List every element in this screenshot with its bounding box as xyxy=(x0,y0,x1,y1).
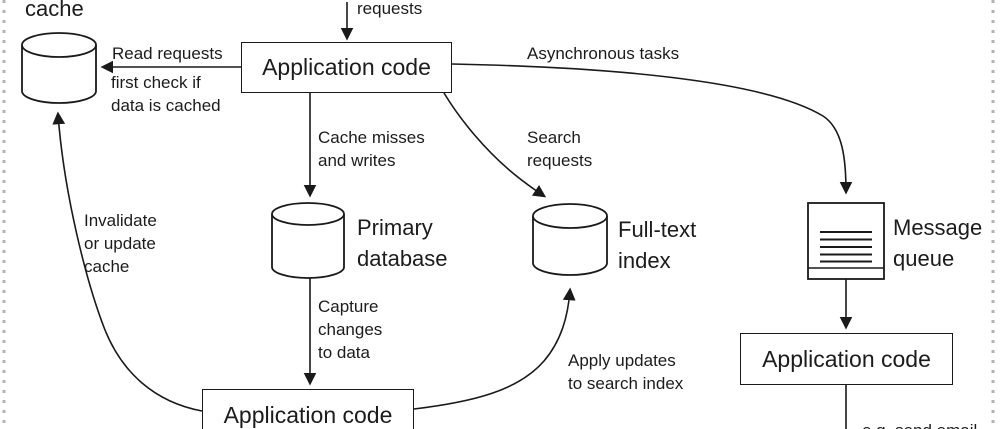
app-code-top-label: Application code xyxy=(262,54,431,80)
capture-changes-label: Capture changes to data xyxy=(318,297,383,362)
requests-label: requests xyxy=(357,0,423,18)
app-code-consumer-box: Application code xyxy=(202,389,414,429)
cache-label: cache xyxy=(25,0,84,21)
message-queue-label: Message queue xyxy=(893,215,983,271)
cache-cylinder-icon xyxy=(21,32,97,104)
primary-database-label: Primary database xyxy=(357,215,448,271)
fulltext-index-label: Full-text index xyxy=(618,217,697,273)
search-requests-label: Search requests xyxy=(527,128,593,170)
app-code-worker-box: Application code xyxy=(740,333,953,385)
fulltext-index-cylinder-icon xyxy=(532,203,608,276)
message-queue-icon xyxy=(807,202,885,280)
read-requests-note: first check if data is cached xyxy=(111,73,221,115)
asynchronous-tasks-label: Asynchronous tasks xyxy=(527,44,680,63)
read-requests-label: Read requests xyxy=(112,44,223,63)
send-email-label: e.g. send email xyxy=(862,419,977,429)
apply-updates-arrow xyxy=(413,287,576,410)
apply-updates-label: Apply updates to search index xyxy=(568,351,684,393)
cache-misses-label: Cache misses and writes xyxy=(318,128,425,170)
invalidate-cache-label: Invalidate or update cache xyxy=(84,211,157,276)
app-code-top-box: Application code xyxy=(241,42,452,93)
primary-database-cylinder-icon xyxy=(271,202,345,279)
search-requests-arrow xyxy=(443,92,547,198)
asynchronous-tasks-arrow xyxy=(451,63,853,195)
app-code-consumer-label: Application code xyxy=(223,401,393,428)
invalidate-cache-arrow xyxy=(52,111,203,412)
app-code-worker-label: Application code xyxy=(762,345,931,372)
